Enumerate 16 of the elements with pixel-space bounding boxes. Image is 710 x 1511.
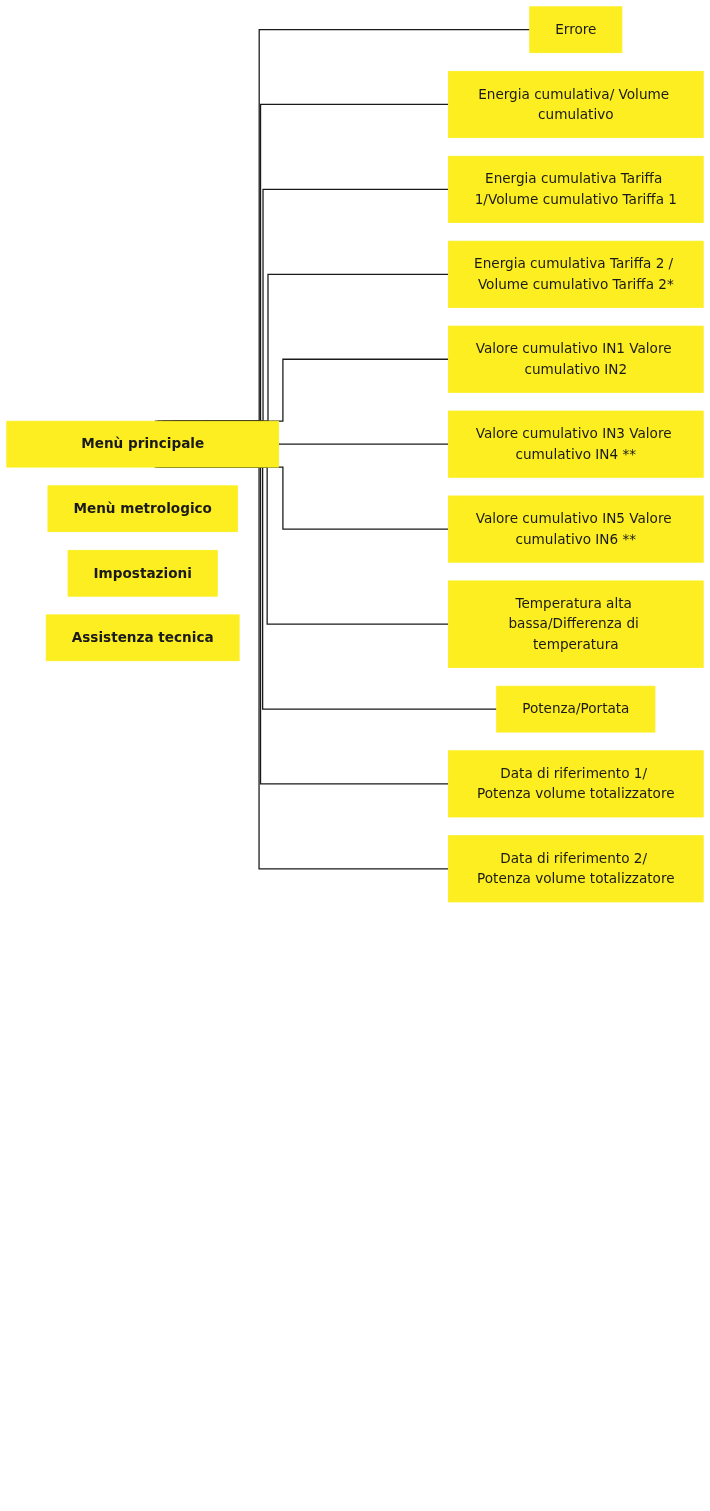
node-box: Data di riferimento 1/ Potenza volume totalizzatore	[448, 750, 704, 818]
node-box: Data di riferimento 2/ Potenza volume totalizzatore	[448, 835, 704, 903]
node-box: Valore cumulativo IN3 Valore cumulativo IN4 **	[448, 410, 704, 478]
node-box: Energia cumulativa/ Volume cumulativo	[448, 70, 704, 138]
node-box: Energia cumulativa Tariffa 1/Volume cumulativo Tariffa 1	[448, 155, 704, 223]
node-box: Menù metrologico	[47, 485, 238, 533]
connector	[277, 443, 450, 445]
node-box: Assistenza tecnica	[45, 614, 240, 662]
node-box: Impostazioni	[67, 549, 218, 597]
node-box: Valore cumulativo IN1 Valore cumulativo IN2	[448, 325, 704, 393]
node-box: Valore cumulativo IN5 Valore cumulativo IN6 **	[448, 495, 704, 563]
node-box: Energia cumulativa Tariffa 2 / Volume cumulativo Tariffa 2*	[448, 240, 704, 308]
node-box: Temperatura alta bassa/Differenza di temperatura	[448, 580, 704, 668]
node-box: Potenza/Portata	[496, 685, 656, 733]
node-box: Errore	[529, 6, 623, 54]
node-box: Menù principale	[6, 420, 279, 468]
